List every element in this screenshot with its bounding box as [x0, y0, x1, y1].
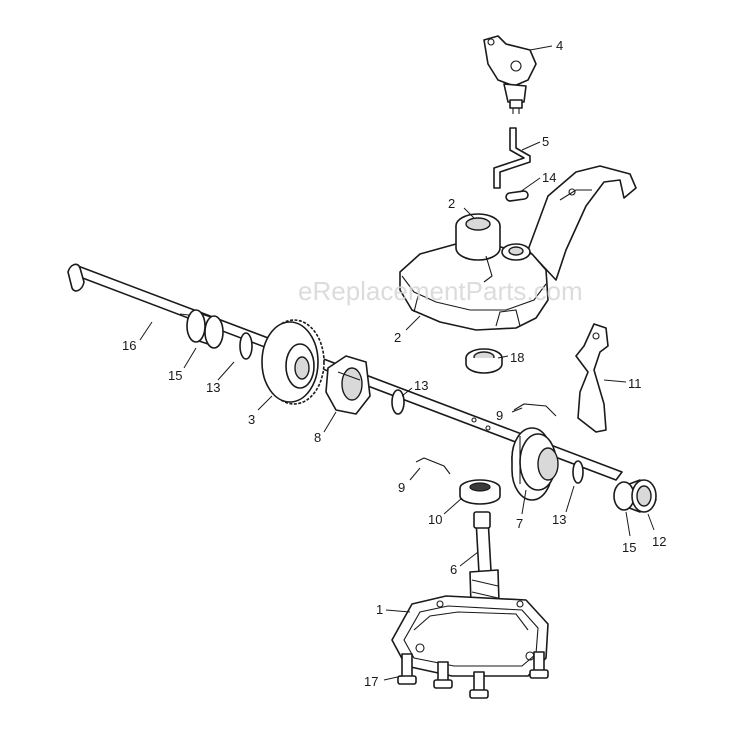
callout-9-upper: 9: [496, 408, 503, 423]
callout-17: 17: [364, 674, 378, 689]
part-11-shift-plate: [575, 323, 609, 433]
callout-labels: 4 5 14 2 2 16 15 13 3 8 13 18 11 9 9 10 …: [122, 38, 666, 689]
callout-5: 5: [542, 134, 549, 149]
callout-15-right: 15: [622, 540, 636, 555]
callout-15-left: 15: [168, 368, 182, 383]
part-15-bushing-left: [186, 309, 224, 349]
callout-11: 11: [628, 376, 642, 391]
callout-13-left: 13: [206, 380, 220, 395]
part-5-spring: [493, 127, 531, 189]
callout-18: 18: [510, 350, 524, 365]
leader-lines: [139, 45, 655, 681]
part-9-clip-lower: [415, 457, 451, 475]
callout-16: 16: [122, 338, 136, 353]
part-14-key: [505, 190, 529, 202]
watermark-text: eReplacementParts.com: [298, 276, 583, 306]
callout-10: 10: [428, 512, 442, 527]
callout-2-bottom: 2: [394, 330, 401, 345]
callout-7: 7: [516, 516, 523, 531]
callout-14: 14: [542, 170, 556, 185]
callout-13-right: 13: [552, 512, 566, 527]
part-17-bolts: [397, 651, 549, 699]
part-9-clip-upper: [513, 403, 557, 417]
callout-8: 8: [314, 430, 321, 445]
callout-9-lower: 9: [398, 480, 405, 495]
callout-6: 6: [450, 562, 457, 577]
callout-4: 4: [556, 38, 563, 53]
part-13-washer-c: [572, 460, 584, 484]
callout-3: 3: [248, 412, 255, 427]
part-7-hub: [511, 427, 559, 501]
callout-13-middle: 13: [414, 378, 428, 393]
part-12-bearing: [613, 479, 657, 513]
part-13-washer-a: [239, 332, 253, 360]
part-2-upper-housing: [399, 165, 637, 331]
part-18-seal: [465, 348, 503, 374]
part-10-bearing: [459, 479, 501, 505]
part-1-lower-housing: [391, 595, 549, 677]
callout-2-top: 2: [448, 196, 455, 211]
part-8-clutch: [325, 355, 371, 415]
part-3-gear: [261, 319, 325, 405]
callout-1: 1: [376, 602, 383, 617]
part-4-shift-lever: [483, 35, 537, 114]
part-13-washer-b: [391, 389, 405, 415]
callout-12: 12: [652, 534, 666, 549]
